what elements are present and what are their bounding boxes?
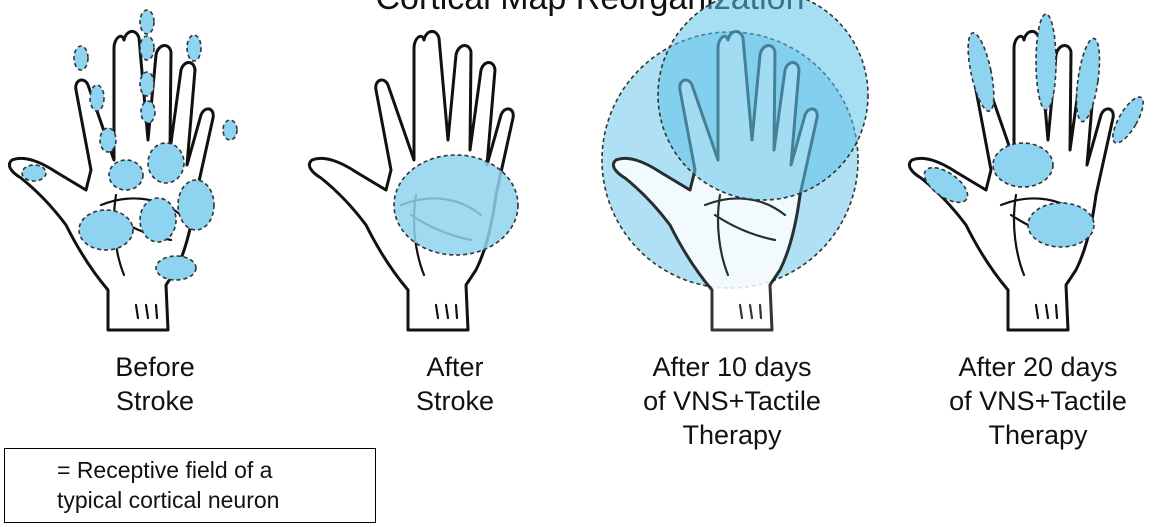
- caption-after-stroke: After Stroke: [370, 350, 540, 418]
- rf-after-stroke-1: [394, 155, 518, 255]
- panel-after-10-days: [602, 0, 868, 330]
- rf-before-14: [79, 210, 133, 250]
- rf-before-10: [22, 165, 46, 181]
- rf-20d-6: [993, 143, 1053, 187]
- rf-before-12: [148, 143, 184, 183]
- rf-before-9: [223, 120, 237, 140]
- rf-before-7: [90, 85, 104, 111]
- legend-text: = Receptive field of a typical cortical …: [57, 455, 279, 515]
- rf-before-3: [140, 72, 154, 96]
- rf-before-4: [141, 101, 155, 123]
- rf-before-11: [109, 160, 143, 190]
- panel-after-20-days: [909, 14, 1148, 330]
- rf-20d-2: [1036, 14, 1056, 110]
- rf-20d-7: [1028, 203, 1094, 247]
- caption-after-10-days: After 10 days of VNS+Tactile Therapy: [612, 350, 852, 452]
- panel-after-stroke: [309, 31, 518, 330]
- rf-before-16: [156, 256, 196, 280]
- rf-before-2: [140, 36, 154, 60]
- rf-20d-1: [963, 31, 999, 113]
- rf-before-5: [187, 35, 201, 61]
- rf-20d-3: [1072, 37, 1103, 123]
- panel-before-stroke: [9, 10, 237, 330]
- rf-before-6: [74, 46, 88, 70]
- rf-before-1: [140, 10, 154, 34]
- rf-before-13: [178, 180, 214, 230]
- rf-before-15: [140, 198, 176, 242]
- legend-box: = Receptive field of a typical cortical …: [4, 448, 376, 523]
- rf-before-8: [100, 128, 116, 152]
- caption-before-stroke: Before Stroke: [70, 350, 240, 418]
- caption-after-20-days: After 20 days of VNS+Tactile Therapy: [918, 350, 1157, 452]
